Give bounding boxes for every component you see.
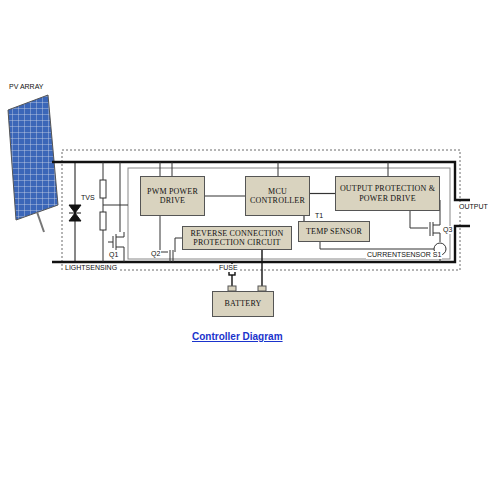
signal-line [310, 193, 335, 194]
part-label: OUTPUT [458, 203, 489, 211]
caption-link: Controller Diagram [192, 331, 283, 342]
resistor-divider [100, 162, 128, 262]
block-label: OUTPUT PROTECTION & POWER DRIVE [339, 184, 436, 202]
part-label: TVS [80, 194, 96, 202]
part-label: CURRENTSENSOR S1 [366, 251, 442, 259]
part-label: FUSE [218, 264, 239, 272]
block-label: PWM POWER DRIVE [144, 187, 201, 205]
block-label: BATTERY [225, 299, 262, 308]
function-block: MCU CONTROLLER [245, 176, 310, 216]
function-block: REVERSE CONNECTION PROTECTION CIRCUIT [182, 226, 292, 250]
tvs-diode [69, 162, 81, 262]
array-label: PV ARRAY [8, 83, 45, 91]
part-label: Q2 [150, 250, 161, 258]
part-label: Q3 [442, 226, 453, 234]
power-rails [52, 162, 470, 262]
part-label: LIGHTSENSING [64, 264, 118, 272]
transistor-q1 [108, 162, 124, 262]
function-block: PWM POWER DRIVE [140, 176, 205, 216]
signal-line [205, 195, 245, 196]
controller-housing [62, 150, 460, 270]
block-label: TEMP SENSOR [306, 227, 362, 236]
block-label: REVERSE CONNECTION PROTECTION CIRCUIT [186, 229, 288, 247]
pv-panel [8, 95, 58, 232]
function-block: TEMP SENSOR [298, 221, 370, 242]
battery-box: BATTERY [212, 291, 274, 317]
block-label: MCU CONTROLLER [249, 187, 306, 205]
part-label: Q1 [108, 251, 119, 259]
function-block: OUTPUT PROTECTION & POWER DRIVE [335, 176, 440, 211]
inner-frame [128, 168, 450, 259]
part-label: T1 [314, 212, 324, 220]
